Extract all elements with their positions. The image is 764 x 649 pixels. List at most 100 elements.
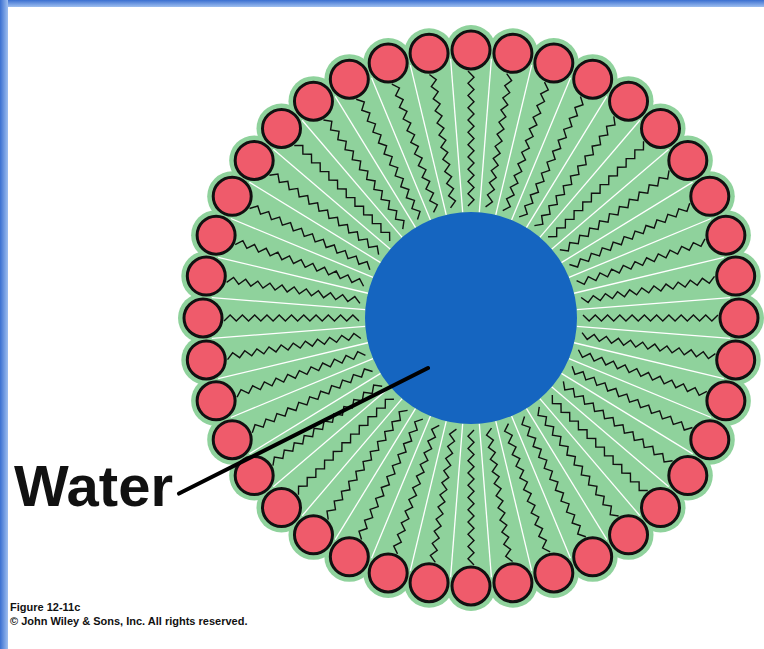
hydrocarbon-tail <box>252 369 372 433</box>
polar-head <box>610 82 648 120</box>
lipid-separator <box>569 359 711 418</box>
polar-head <box>707 216 745 254</box>
polar-head <box>235 141 273 179</box>
lipid-separator <box>218 343 368 379</box>
figure-number: Figure 12-11c <box>10 601 80 613</box>
hydrocarbon-tail <box>323 120 404 229</box>
polar-head <box>262 489 300 527</box>
leader-line <box>179 368 428 494</box>
polar-head <box>691 177 729 215</box>
polar-head <box>669 141 707 179</box>
lipid-separator <box>526 408 606 539</box>
hydrocarbon-tail <box>250 206 370 270</box>
hydrocarbon-tail <box>269 174 378 255</box>
polar-head <box>574 60 612 98</box>
hydrocarbon-tail <box>519 97 583 217</box>
hydrocarbon-tail <box>468 71 474 206</box>
polar-head <box>410 564 448 602</box>
hydrocarbon-tail <box>224 315 359 321</box>
polar-head <box>691 421 729 459</box>
lipid-separator <box>212 298 366 310</box>
hydrocarbon-tail <box>548 141 643 236</box>
lipid-separator <box>540 399 640 516</box>
polar-head <box>535 44 573 82</box>
hydrocarbon-tail <box>359 419 423 539</box>
frame-band <box>0 0 8 649</box>
hydrocarbon-tail <box>237 352 365 398</box>
hydrocarbon-tail <box>582 333 715 359</box>
lipid-separator <box>552 149 669 249</box>
lipid-separator <box>451 424 463 578</box>
hydrocarbon-tail <box>394 425 440 553</box>
polar-head <box>330 538 368 576</box>
polar-head <box>494 34 532 72</box>
label-holder: Water <box>14 452 173 519</box>
lipid-separator <box>335 408 415 539</box>
lipid-separator <box>249 373 380 453</box>
hydrocarbon-tail <box>578 350 706 396</box>
polar-head <box>494 564 532 602</box>
hydrocarbon-tail <box>538 407 619 516</box>
lipid-separator <box>410 65 446 215</box>
lipid-separator <box>552 387 669 487</box>
hydrocarbon-tail <box>577 239 705 285</box>
polar-head <box>717 257 755 295</box>
polar-head <box>642 489 680 527</box>
hydrocarbon-tail <box>552 395 647 490</box>
lipid-separator <box>302 399 402 516</box>
hydrocarbon-tail <box>572 366 692 430</box>
hydrocarbon-tail <box>294 145 389 240</box>
polar-head <box>187 257 225 295</box>
polar-head <box>452 567 490 605</box>
polar-head <box>187 341 225 379</box>
polar-head <box>574 538 612 576</box>
hydrocarbon-tail <box>486 74 512 207</box>
polar-head <box>642 109 680 147</box>
tail-region <box>207 54 735 582</box>
hydrocarbon-tail <box>534 116 615 225</box>
water-core <box>365 212 577 424</box>
lipid-separator <box>302 120 402 237</box>
polar-head <box>720 299 758 337</box>
micelle <box>178 25 764 611</box>
hydrocarbon-tail <box>227 277 360 303</box>
hydrocarbon-tail <box>392 84 438 212</box>
hydrocarbon-tail <box>503 82 549 210</box>
lipid-separator <box>577 326 731 338</box>
polar-head <box>294 516 332 554</box>
polar-head <box>535 554 573 592</box>
hydrocarbon-tail <box>327 410 408 519</box>
hydrocarbon-tail <box>569 203 689 267</box>
polar-head <box>330 60 368 98</box>
polar-head <box>213 421 251 459</box>
copyright-note: © John Wiley & Sons, Inc. All rights res… <box>10 615 247 627</box>
lipid-separator <box>574 257 724 293</box>
polar-head <box>197 216 235 254</box>
hydrocarbon-tail <box>560 170 669 251</box>
hydrocarbon-tail <box>468 430 474 565</box>
lipid-separator <box>231 219 373 278</box>
lipid-separator <box>526 96 606 227</box>
polar-head <box>707 382 745 420</box>
polar-head <box>717 341 755 379</box>
lipid-separator <box>512 78 571 220</box>
hydrocarbon-tail <box>430 429 456 562</box>
lipid-separator <box>540 120 640 237</box>
lipid-separator <box>372 416 431 558</box>
label-holder: Figure 12-11c <box>10 597 80 615</box>
lipid-separator <box>561 182 692 262</box>
lipid-separator <box>249 182 380 262</box>
polar-head <box>197 382 235 420</box>
polar-head <box>452 31 490 69</box>
hydrocarbon-tail <box>583 315 718 321</box>
hydrocarbon-tail <box>522 416 586 536</box>
polar-head <box>262 109 300 147</box>
lipid-separator <box>273 149 390 249</box>
hydrocarbon-tail <box>273 385 382 466</box>
lipid-separator <box>479 59 491 213</box>
polar-head <box>610 516 648 554</box>
hydrocarbon-tail <box>356 99 420 219</box>
hydrocarbon-tail <box>487 428 513 561</box>
polar-head <box>410 34 448 72</box>
